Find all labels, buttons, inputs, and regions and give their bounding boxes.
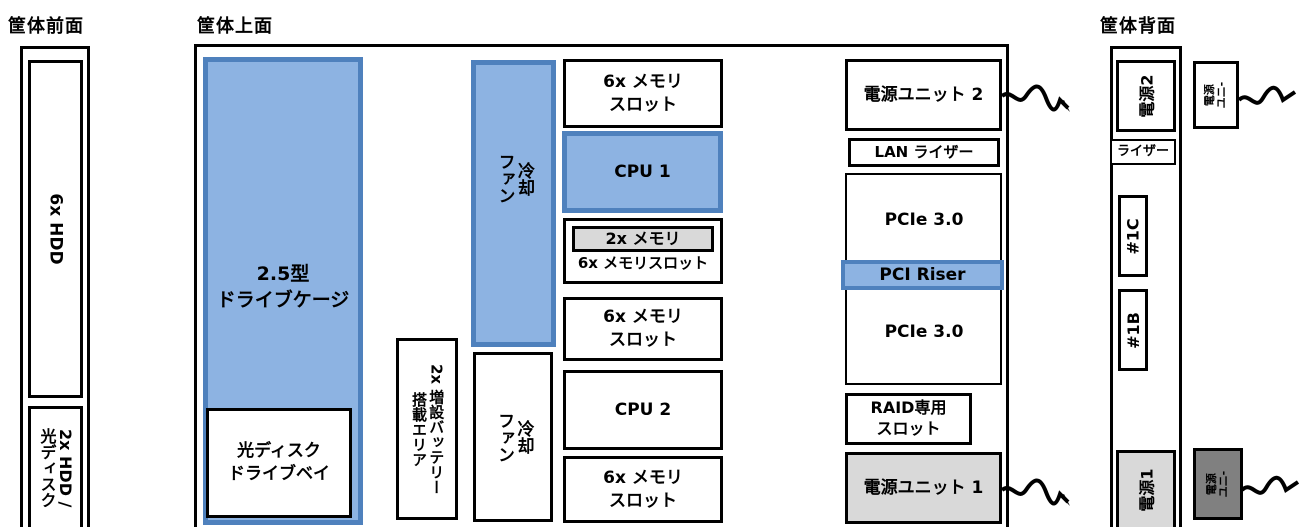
cpu-1-label: CPU 1 [614,161,671,182]
front-hdd-odd-bay: 2x HDD / 光ディスク [28,406,83,527]
memory-slots-2-label: 6x メモリスロット [577,254,709,272]
back-psu-2-ext: 電源 ユニ- [1193,61,1239,129]
psu-1: 電源ユニット 1 [845,452,1002,524]
cooling-fan-2-label: 冷却 ファン [494,411,534,463]
cpu-1: CPU 1 [562,131,723,213]
battery-area: 2x 増設バッテリー 搭載エリア [396,338,458,520]
front-hdd-odd-label: 2x HDD / 光ディスク [37,428,75,508]
slot-1b: #1B [1118,289,1148,371]
psu-1-label: 電源ユニット 1 [863,477,984,498]
pcie-slot-bottom-label: PCIe 3.0 [884,321,964,342]
power-cable-icon [1000,84,1070,112]
psu-2: 電源ユニット 2 [845,59,1002,131]
front-hdd-label: 6x HDD [45,193,66,265]
psu-2-label: 電源ユニット 2 [863,84,984,105]
back-psu-1: 電源1 [1116,450,1176,527]
power-cable-icon [1237,85,1297,105]
memory-slots-2: 2x メモリ 6x メモリスロット [563,218,723,284]
cooling-fan-2: 冷却 ファン [473,352,553,522]
lan-riser-label: LAN ライザー [874,142,974,161]
odd-bay-label: 光ディスク ドライブベイ [228,441,330,484]
memory-slots-4: 6x メモリ スロット [563,456,723,523]
back-psu-1-label: 電源1 [1137,468,1157,512]
back-psu-1-ext-label: 電源 ユニ- [1204,470,1230,498]
cooling-fan-1: 冷却 ファン [471,60,556,347]
back-riser-label: ライザー [1116,143,1169,159]
raid-slot-label: RAID専用 スロット [870,398,947,438]
memory-slots-4-label: 6x メモリ スロット [603,467,683,511]
back-psu-2-label: 電源2 [1137,74,1157,118]
power-cable-icon [1000,478,1070,506]
power-cable-icon [1240,475,1300,495]
cpu-2: CPU 2 [563,370,723,450]
memory-slots-1: 6x メモリ スロット [563,59,723,128]
slot-1c: #1C [1118,195,1148,277]
front-title: 筐体前面 [8,16,84,37]
slot-1c-label: #1C [1123,217,1143,255]
back-psu-1-ext: 電源 ユニ- [1193,448,1243,520]
lan-riser: LAN ライザー [848,138,1000,167]
memory-2x-label: 2x メモリ [605,228,681,248]
memory-2x: 2x メモリ [572,226,714,252]
odd-bay: 光ディスク ドライブベイ [206,408,352,518]
cpu-2-label: CPU 2 [614,399,672,420]
top-chassis [194,44,1009,527]
top-title: 筐体上面 [197,16,273,37]
cooling-fan-1-label: 冷却 ファン [494,153,535,204]
pcie-slot-top-label: PCIe 3.0 [884,209,964,230]
pci-riser: PCI Riser [841,260,1004,290]
raid-slot: RAID専用 スロット [845,393,972,445]
pcie-slot-bottom: PCIe 3.0 [848,312,1000,352]
back-psu-2-ext-label: 電源 ユニ- [1202,81,1228,109]
slot-1b-label: #1B [1123,311,1143,349]
drive-cage-label: 2.5型 ドライブケージ [216,263,350,311]
back-psu-2: 電源2 [1116,60,1176,132]
back-title: 筐体背面 [1100,16,1176,37]
back-riser: ライザー [1110,139,1176,165]
memory-slots-3-label: 6x メモリ スロット [603,307,683,350]
pci-riser-label: PCI Riser [879,264,966,285]
battery-label: 2x 増設バッテリー 搭載エリア [410,363,446,495]
memory-slots-3: 6x メモリ スロット [563,297,723,361]
front-chassis [20,46,90,527]
pcie-slot-top: PCIe 3.0 [848,200,1000,240]
back-chassis [1110,46,1182,527]
memory-slots-1-label: 6x メモリ スロット [603,71,683,115]
front-hdd-bay: 6x HDD [28,60,83,398]
